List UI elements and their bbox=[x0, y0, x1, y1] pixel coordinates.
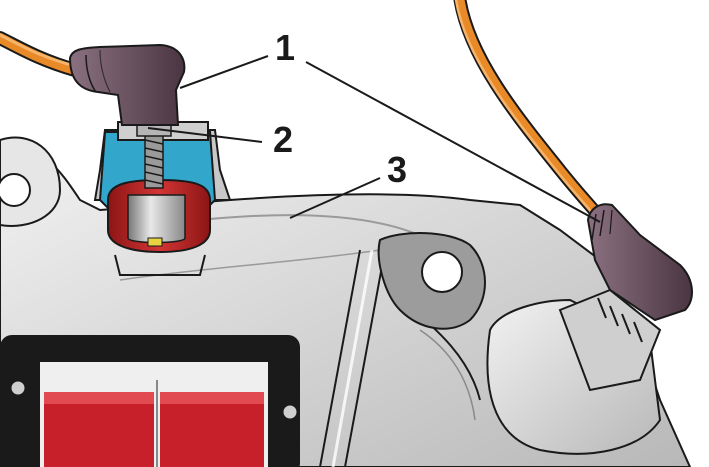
callout-1: 1 bbox=[275, 27, 296, 68]
coil-window bbox=[0, 335, 300, 467]
leader-1-left bbox=[179, 55, 269, 89]
callout-3: 3 bbox=[387, 149, 408, 190]
leader-3 bbox=[289, 177, 381, 219]
spark-plug-cutaway bbox=[93, 121, 232, 276]
leader-lines bbox=[147, 55, 601, 223]
callout-2: 2 bbox=[273, 119, 294, 160]
leader-2 bbox=[147, 127, 263, 143]
right-boss bbox=[486, 288, 662, 455]
left-ignition-wire bbox=[0, 31, 82, 77]
leader-1-right bbox=[305, 61, 601, 223]
mounting-lug bbox=[377, 232, 486, 330]
right-boot bbox=[586, 203, 693, 322]
left-boot bbox=[68, 43, 186, 126]
right-ignition-wire bbox=[453, 0, 605, 222]
